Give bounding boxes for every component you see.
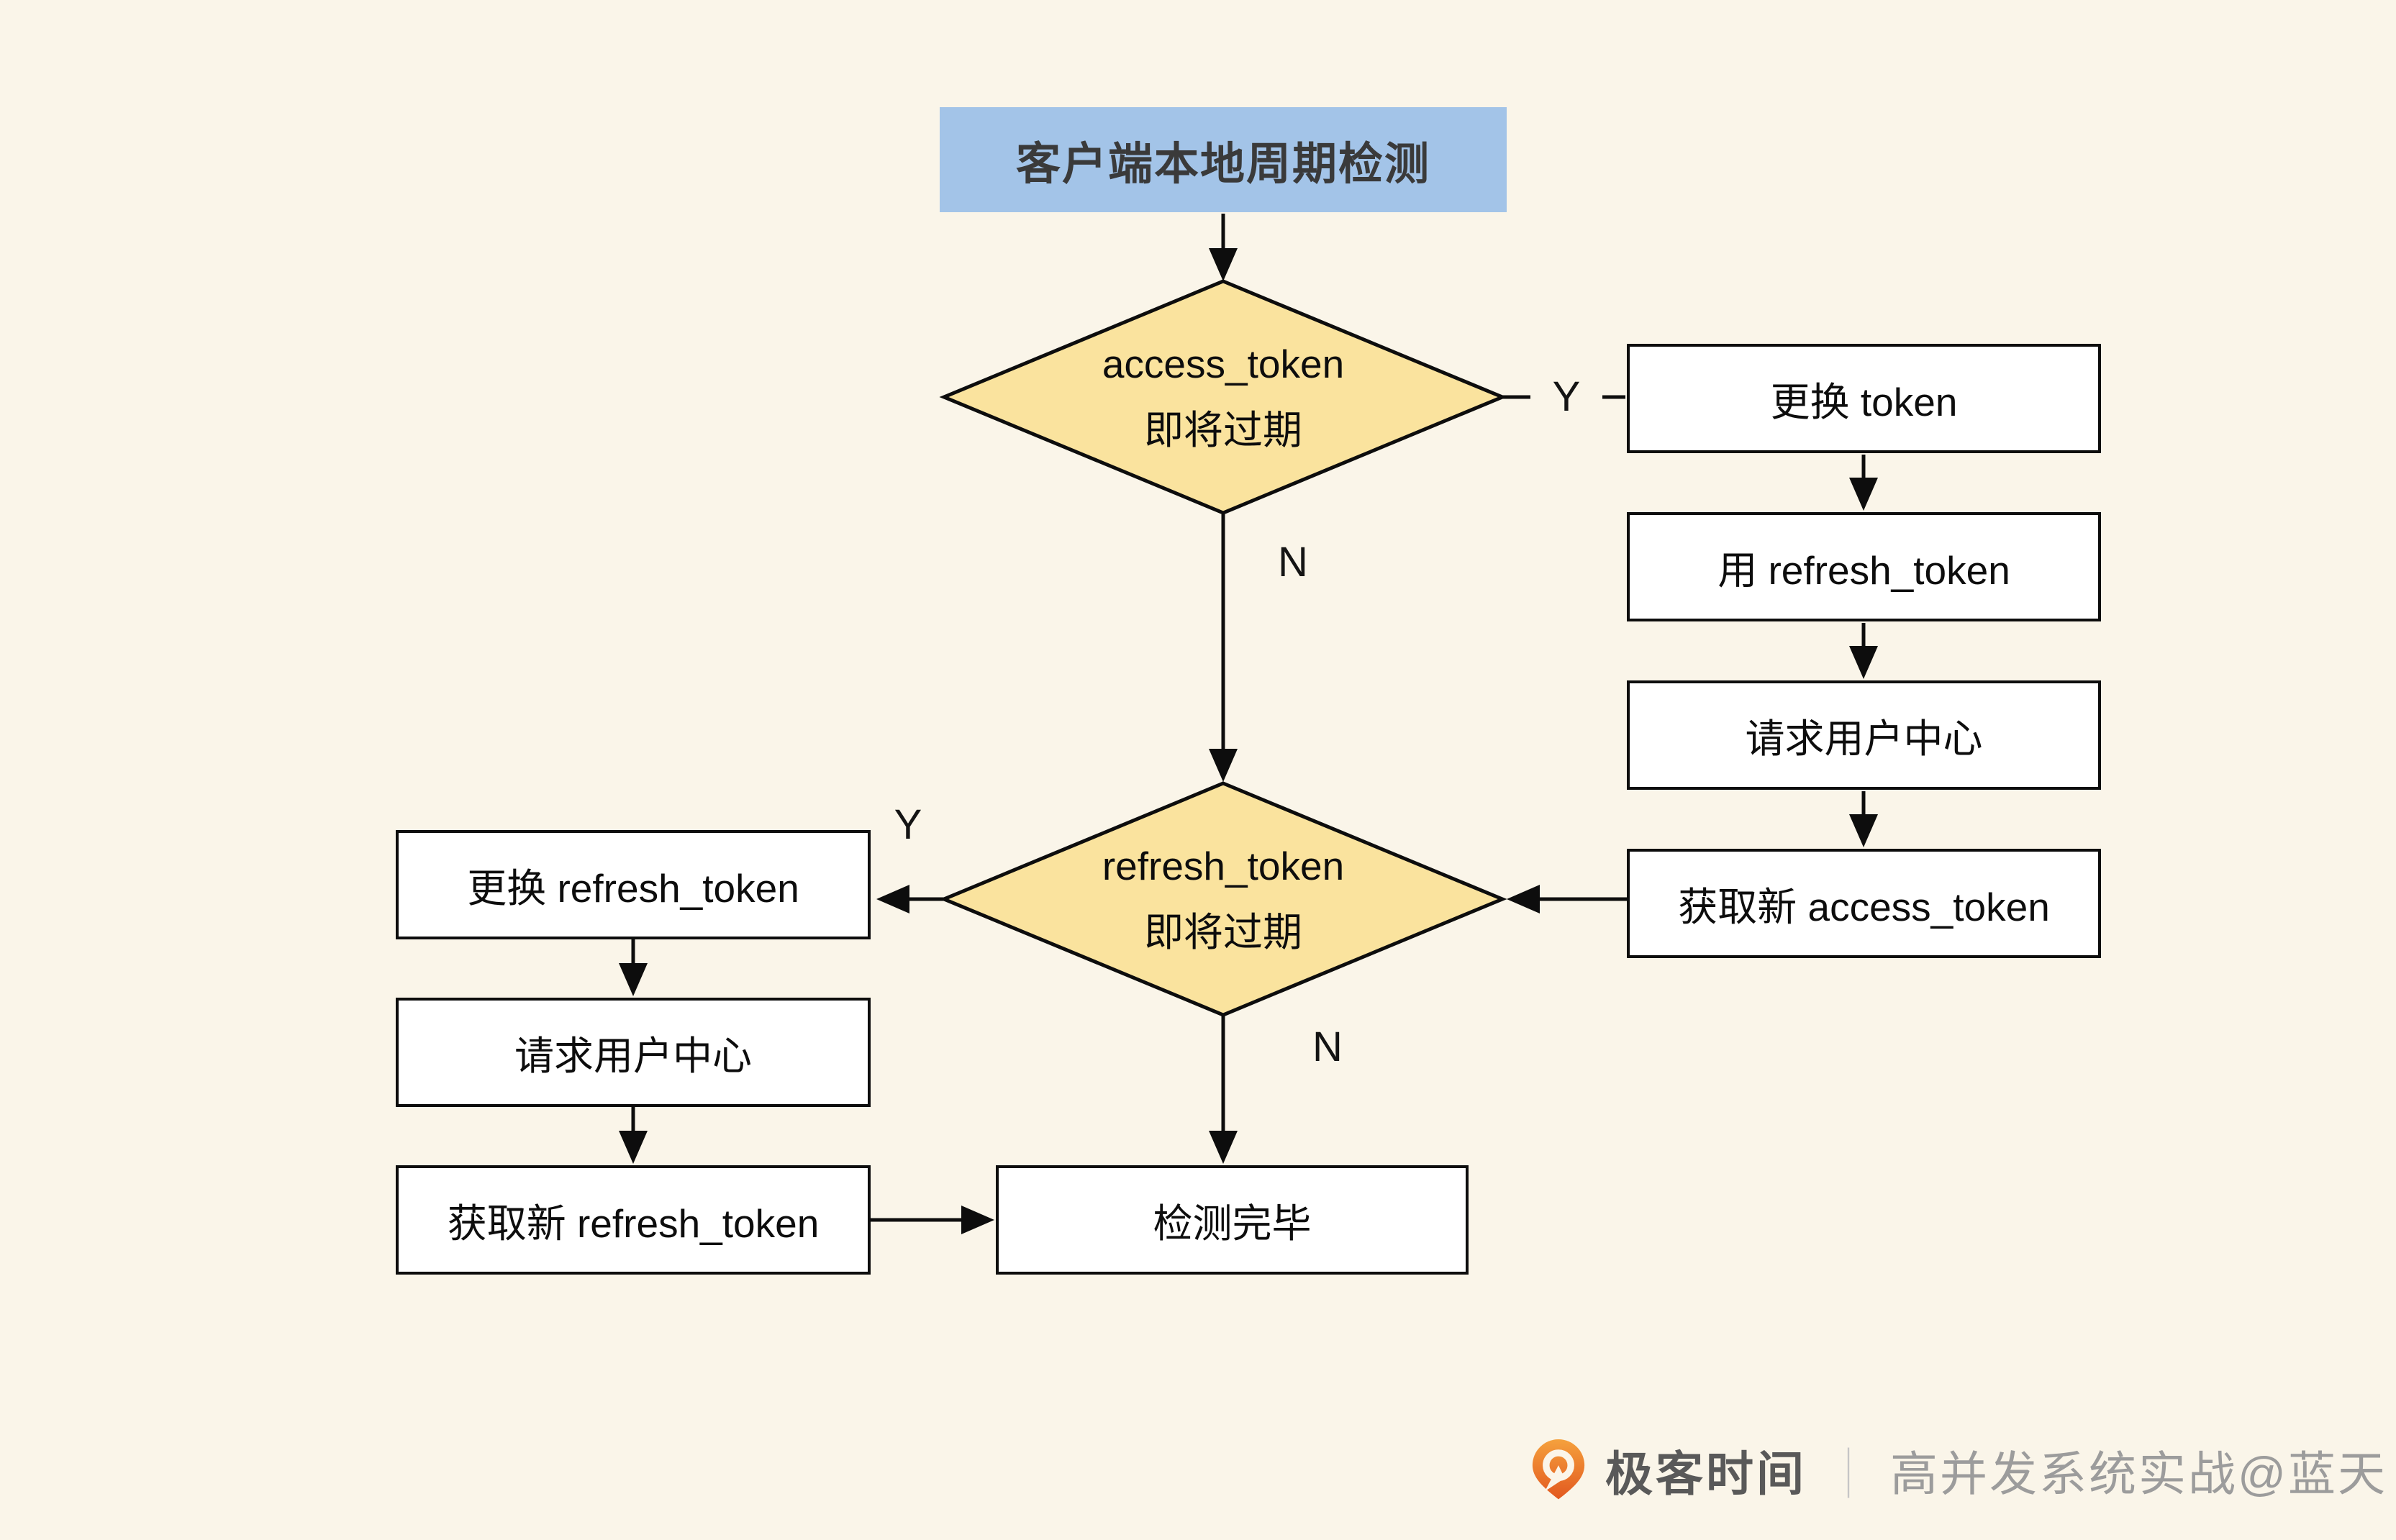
end-node: 检测完毕 (996, 1165, 1469, 1275)
process-request-user-center-left: 请求用户中心 (396, 998, 871, 1107)
watermark-brand: 极客时间 (1605, 1447, 1807, 1500)
decision1-no-label: N (1257, 533, 1329, 591)
process-use-refresh-token-label: 用 refresh_token (1717, 548, 2010, 593)
decision1-text: access_token 即将过期 (944, 281, 1502, 513)
watermark-credit: 高并发系统实战@蓝天 (1890, 1447, 2387, 1500)
end-node-label: 检测完毕 (1153, 1201, 1312, 1246)
decision2-yes-label: Y (872, 796, 944, 853)
process-get-new-access-token-label: 获取新 access_token (1678, 885, 2050, 929)
decision1-yes-text: Y (1552, 373, 1581, 420)
logo-wedge (1545, 1465, 1565, 1492)
decision1-no-text: N (1278, 538, 1308, 586)
decision2-line1: refresh_token (1102, 844, 1345, 888)
process-replace-token: 更换 token (1627, 344, 2101, 453)
decision1-line2: 即将过期 (1143, 408, 1302, 452)
process-replace-refresh-token: 更换 refresh_token (396, 830, 871, 939)
process-replace-refresh-token-label: 更换 refresh_token (467, 866, 799, 911)
process-get-new-access-token: 获取新 access_token (1627, 849, 2101, 958)
process-get-new-refresh-token: 获取新 refresh_token (396, 1165, 871, 1275)
decision1-line1: access_token (1102, 342, 1345, 386)
start-node: 客户端本地周期检测 (940, 107, 1507, 212)
decision2-line2: 即将过期 (1143, 910, 1302, 954)
decision2-yes-text: Y (894, 801, 922, 848)
watermark-divider: ｜ (1828, 1445, 1869, 1503)
decision2-text: refresh_token 即将过期 (944, 783, 1502, 1015)
decision2-no-text: N (1312, 1023, 1343, 1070)
process-replace-token-label: 更换 token (1770, 380, 1958, 424)
geektime-logo-icon (1532, 1439, 1585, 1500)
process-use-refresh-token: 用 refresh_token (1627, 512, 2101, 621)
process-get-new-refresh-token-label: 获取新 refresh_token (447, 1201, 820, 1246)
process-request-user-center-right: 请求用户中心 (1627, 680, 2101, 790)
watermark: 极客时间 ｜ 高并发系统实战@蓝天 (1528, 1437, 2387, 1503)
decision2-no-label: N (1292, 1018, 1363, 1075)
process-request-user-center-left-label: 请求用户中心 (514, 1034, 752, 1078)
start-node-label: 客户端本地周期检测 (1015, 140, 1430, 189)
decision1-yes-label: Y (1530, 365, 1602, 427)
process-request-user-center-right-label: 请求用户中心 (1745, 716, 1983, 761)
